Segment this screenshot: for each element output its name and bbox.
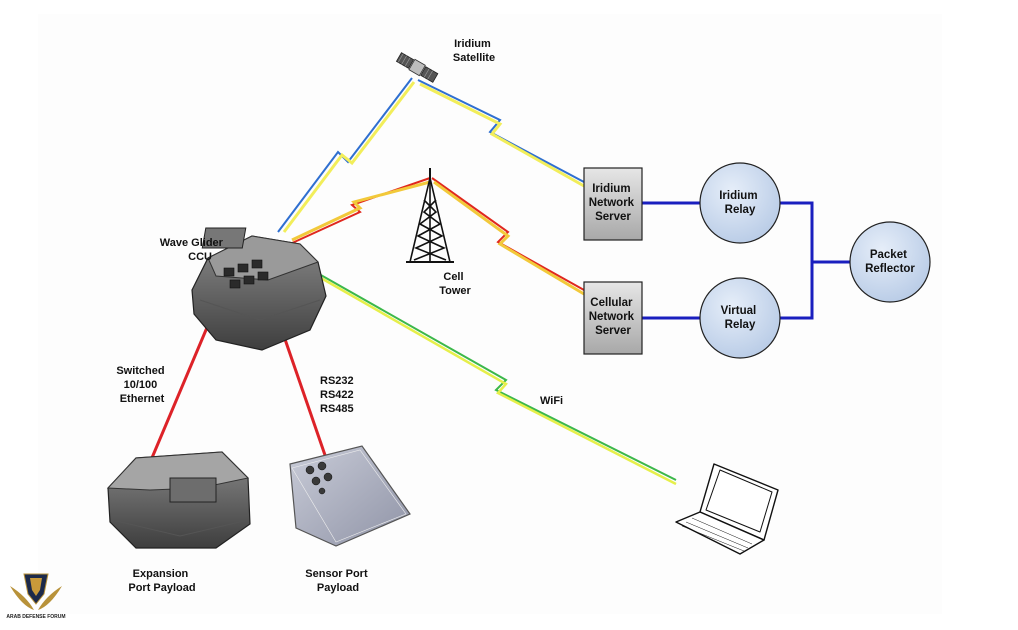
ethernet-label: Switched 10/100 Ethernet xyxy=(116,365,167,405)
cell-tower-icon xyxy=(406,168,454,263)
svg-text:ARAB DEFENSE FORUM: ARAB DEFENSE FORUM xyxy=(6,614,65,620)
wifi-link xyxy=(311,269,677,486)
svg-text:Virtual Relay: Virtual Relay xyxy=(721,305,760,331)
wave-glider-ccu-icon xyxy=(191,227,327,351)
svg-text:Iridium Network Se: Iridium Network Server xyxy=(589,183,638,223)
satellite-server-link xyxy=(417,79,585,188)
laptop-icon xyxy=(675,463,779,555)
cell-tower-label: Cell Tower xyxy=(439,271,471,297)
cellular-server-box: Cellular Network Server xyxy=(583,281,643,355)
iridium-server-box: Iridium Network Server xyxy=(583,167,643,241)
svg-text:Packet Reflector: Packet Reflector xyxy=(865,249,915,275)
packet-reflector-node: Packet Reflector xyxy=(849,221,931,303)
wifi-label: WiFi xyxy=(540,395,563,407)
serial-label: RS232 RS422 RS485 xyxy=(320,375,357,415)
satellite-label: Iridium Satellite xyxy=(453,38,495,64)
sensor-payload-icon xyxy=(289,445,411,547)
svg-text:Iridium Relay: Iridium Relay xyxy=(719,190,761,216)
ccu-label: Wave Glider CCU xyxy=(160,237,226,263)
ccu-tower-link xyxy=(289,177,431,245)
links xyxy=(144,77,852,486)
watermark-logo-icon: ARAB DEFENSE FORUM xyxy=(6,573,66,620)
expansion-label: Expansion Port Payload xyxy=(128,568,195,594)
svg-text:Cellular Network S: Cellular Network Server xyxy=(589,297,638,337)
expansion-payload-icon xyxy=(106,451,251,549)
iridium-relay-node: Iridium Relay xyxy=(699,162,781,244)
satellite-icon xyxy=(395,52,439,83)
tower-server-link xyxy=(431,177,585,296)
virtual-relay-node: Virtual Relay xyxy=(699,277,781,359)
sensor-label: Sensor Port Payload xyxy=(305,568,370,594)
satellite-ccu-link xyxy=(277,77,416,233)
